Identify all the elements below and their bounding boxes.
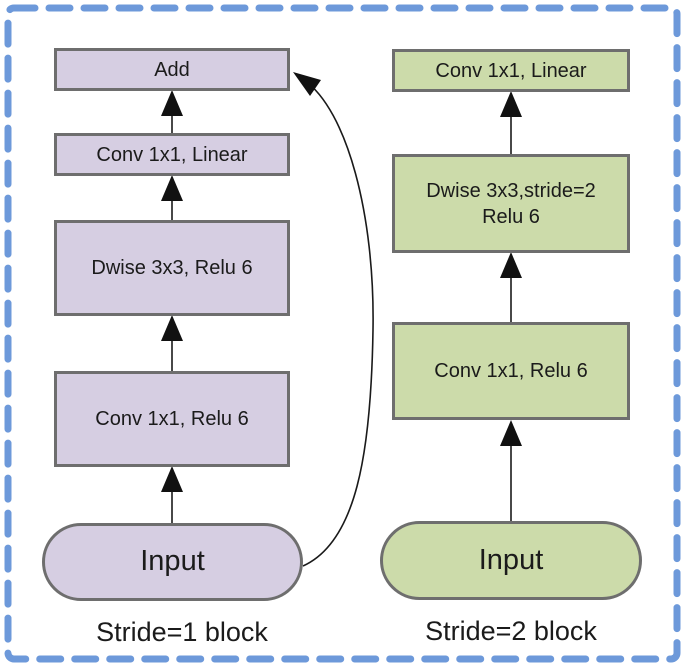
arrowhead-s1-3 [161,175,183,201]
node-input-s2: Input [380,521,642,600]
node-conv-linear-s1: Conv 1x1, Linear [54,133,290,176]
node-conv-linear-s2-label: Conv 1x1, Linear [435,59,587,82]
node-conv-relu-s1-label: Conv 1x1, Relu 6 [95,408,249,430]
node-add-s1-label: Add [154,58,190,81]
arrowhead-s1-2 [161,315,183,341]
node-conv-relu-s2: Conv 1x1, Relu 6 [392,322,630,420]
node-conv-relu-s2-label: Conv 1x1, Relu 6 [434,360,588,382]
skip-connection-curve [302,79,374,567]
skip-connection-arrowhead [293,72,321,96]
node-input-s1: Input [42,523,303,601]
arrowhead-s2-3 [500,91,522,117]
node-add-s1: Add [54,48,290,91]
arrowhead-s2-2 [500,252,522,278]
node-dwise-s1-label: Dwise 3x3, Relu 6 [91,257,253,279]
node-input-s2-label: Input [478,543,544,576]
node-conv-linear-s1-label: Conv 1x1, Linear [96,143,248,166]
node-dwise-s2-label-line2: Relu 6 [482,205,540,228]
node-dwise-s1: Dwise 3x3, Relu 6 [54,220,290,316]
caption-stride2-block: Stride=2 block [425,616,597,646]
node-conv-linear-s2: Conv 1x1, Linear [392,49,630,92]
node-conv-relu-s1: Conv 1x1, Relu 6 [54,371,290,467]
arrowhead-s2-1 [500,420,522,446]
caption-stride1-block: Stride=1 block [96,617,268,647]
arrowhead-s1-4 [161,90,183,116]
arrowhead-s1-1 [161,466,183,492]
node-input-s1-label: Input [140,545,205,578]
node-dwise-s2: Dwise 3x3,stride=2 Relu 6 [392,154,630,253]
node-dwise-s2-label-line1: Dwise 3x3,stride=2 [426,179,596,202]
